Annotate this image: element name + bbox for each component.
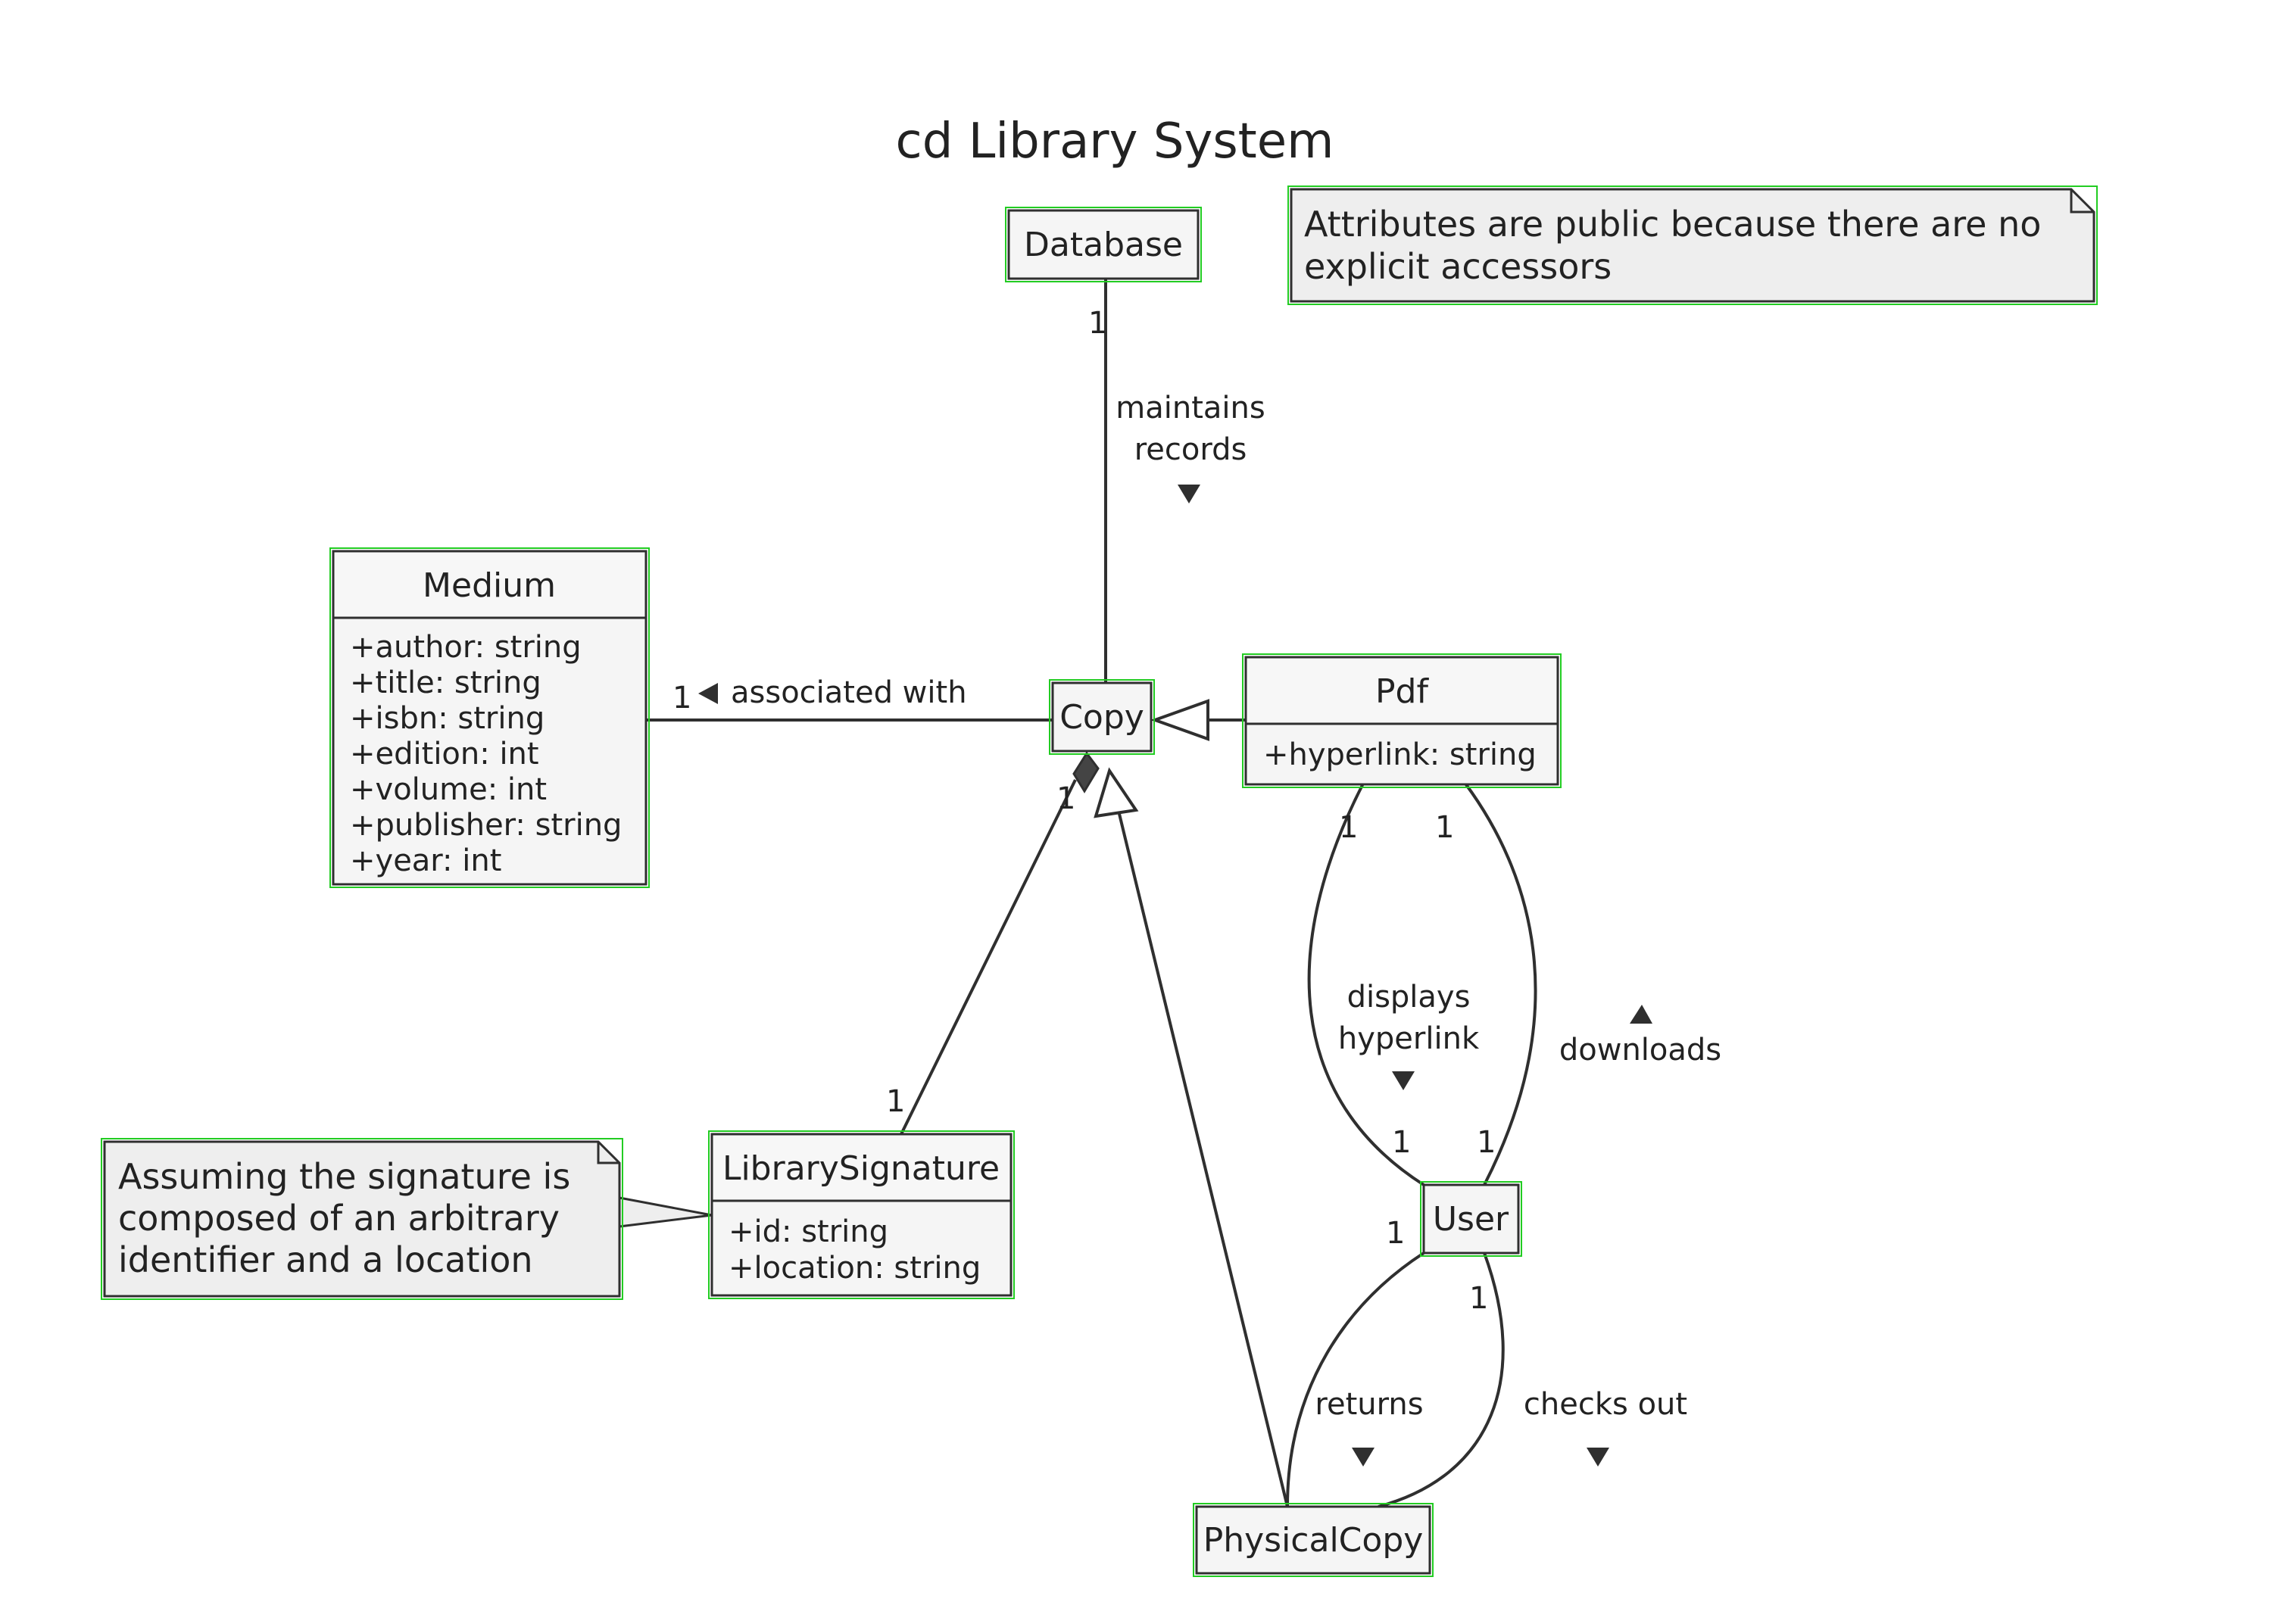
mult-pdf-displays: 1 bbox=[1339, 810, 1358, 845]
signature-attr-id: +id: string bbox=[729, 1214, 888, 1249]
direction-arrow-checksout bbox=[1587, 1448, 1609, 1467]
mult-medium: 1 bbox=[672, 681, 691, 715]
signature-attr-location: +location: string bbox=[729, 1251, 981, 1286]
medium-attr-author: +author: string bbox=[350, 630, 582, 665]
connectors bbox=[618, 279, 1537, 1508]
link-physicalcopy-copy-generalization bbox=[1118, 813, 1289, 1507]
mult-user-returns: 1 bbox=[1386, 1216, 1405, 1251]
class-pdf[interactable]: Pdf +hyperlink: string bbox=[1242, 653, 1562, 788]
label-downloads: downloads bbox=[1559, 1033, 1721, 1068]
class-pdf-name: Pdf bbox=[1375, 672, 1429, 711]
class-copy[interactable]: Copy bbox=[1049, 679, 1155, 755]
mult-signature: 1 bbox=[886, 1084, 905, 1119]
generalization-arrow-pdf bbox=[1150, 699, 1209, 741]
class-physical-copy-name: PhysicalCopy bbox=[1203, 1521, 1424, 1560]
mult-user-downloads: 1 bbox=[1477, 1125, 1496, 1160]
class-library-signature[interactable]: LibrarySignature +id: string +location: … bbox=[708, 1130, 1015, 1299]
label-checks-out: checks out bbox=[1524, 1387, 1687, 1422]
link-signature-copy bbox=[900, 779, 1077, 1135]
mult-database: 1 bbox=[1088, 306, 1107, 341]
note-anchor-signature bbox=[618, 1196, 713, 1228]
medium-attr-year: +year: int bbox=[350, 843, 501, 878]
note-signature[interactable]: Assuming the signature is composed of an… bbox=[101, 1138, 623, 1300]
label-returns: returns bbox=[1315, 1387, 1423, 1422]
class-copy-name: Copy bbox=[1059, 698, 1144, 737]
mult-user-displays: 1 bbox=[1392, 1125, 1411, 1160]
label-maintains: maintains bbox=[1116, 391, 1265, 425]
label-associated-with: associated with bbox=[731, 675, 967, 710]
label-hyperlink: hyperlink bbox=[1338, 1021, 1480, 1056]
note-public-attributes[interactable]: Attributes are public because there are … bbox=[1287, 185, 2098, 305]
link-user-pdf-downloads bbox=[1464, 782, 1537, 1186]
mult-pdf-downloads: 1 bbox=[1435, 810, 1454, 845]
medium-attr-isbn: +isbn: string bbox=[350, 701, 545, 736]
diagram-title: cd Library System bbox=[896, 114, 1334, 170]
note-signature-line3: identifier and a location bbox=[118, 1239, 533, 1280]
link-user-physicalcopy-checksout bbox=[1378, 1252, 1505, 1508]
direction-arrow-displays bbox=[1392, 1071, 1415, 1090]
direction-arrow-associated bbox=[698, 683, 718, 704]
note-signature-line2: composed of an arbitrary bbox=[118, 1198, 560, 1239]
medium-attr-publisher: +publisher: string bbox=[350, 808, 622, 843]
note-public-line1: Attributes are public because there are … bbox=[1304, 204, 2041, 245]
mult-copy-composition: 1 bbox=[1056, 781, 1075, 816]
direction-arrow-downloads bbox=[1630, 1005, 1652, 1024]
link-pdf-user-displays bbox=[1307, 783, 1425, 1186]
note-signature-line1: Assuming the signature is bbox=[118, 1156, 570, 1197]
class-user[interactable]: User bbox=[1420, 1181, 1522, 1257]
medium-attr-volume: +volume: int bbox=[350, 772, 547, 807]
mult-user-checksout: 1 bbox=[1469, 1281, 1488, 1316]
class-medium[interactable]: Medium +author: string +title: string +i… bbox=[329, 547, 650, 888]
label-displays: displays bbox=[1347, 980, 1471, 1015]
class-library-signature-name: LibrarySignature bbox=[722, 1149, 1000, 1188]
class-database-name: Database bbox=[1024, 226, 1183, 264]
medium-attr-title: +title: string bbox=[350, 665, 541, 700]
direction-arrow-returns bbox=[1352, 1448, 1375, 1467]
link-user-physicalcopy-returns bbox=[1286, 1252, 1425, 1507]
composition-diamond bbox=[1072, 751, 1100, 793]
pdf-attr-hyperlink: +hyperlink: string bbox=[1263, 737, 1537, 772]
direction-arrow-maintains bbox=[1178, 485, 1200, 503]
class-physical-copy[interactable]: PhysicalCopy bbox=[1193, 1503, 1434, 1577]
generalization-arrow-physicalcopy bbox=[1094, 767, 1139, 818]
medium-attr-edition: +edition: int bbox=[350, 737, 539, 771]
note-public-line2: explicit accessors bbox=[1304, 246, 1612, 287]
class-medium-name: Medium bbox=[423, 566, 556, 605]
class-database[interactable]: Database bbox=[1005, 207, 1202, 282]
label-records: records bbox=[1134, 432, 1247, 467]
class-user-name: User bbox=[1433, 1200, 1509, 1239]
